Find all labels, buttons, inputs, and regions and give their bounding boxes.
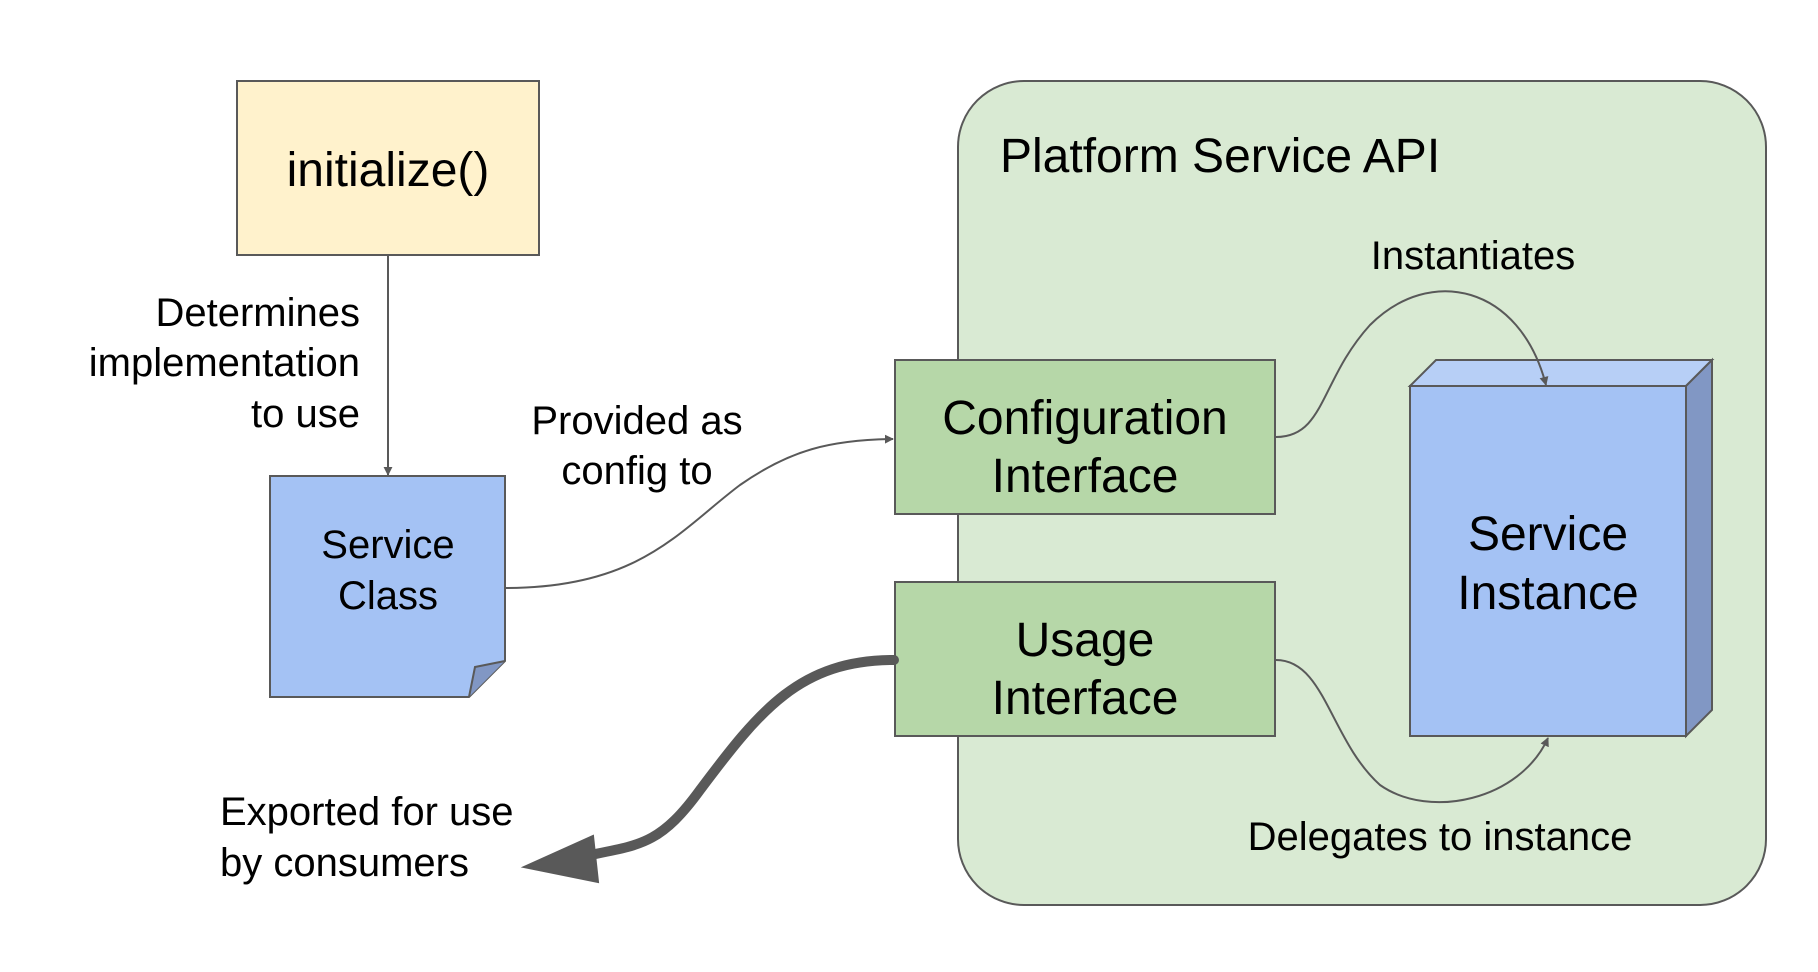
export-arrowhead [520,834,600,884]
exported-line2: by consumers [220,841,469,885]
service-instance-front [1409,385,1687,737]
delegates-label: Delegates to instance [1248,815,1633,859]
config-interface-line2: Interface [992,450,1179,503]
delegates-arrow [1275,659,1549,804]
service-class-to-config-arrow [505,434,894,589]
service-class-line2: Class [338,574,438,618]
service-instance-top [1407,359,1715,387]
provided-line2: config to [561,449,712,493]
usage-interface-line2: Interface [992,672,1179,725]
config-interface-line1: Configuration [942,392,1228,445]
export-arrow [520,655,899,884]
usage-interface-line1: Usage [1016,614,1155,667]
usage-interface-box: Usage Interface [894,581,1276,737]
service-class-line1: Service [321,523,454,567]
service-instance-line2: Instance [1457,567,1638,620]
determines-line2: implementation [89,341,360,385]
service-class-note: Service Class [269,475,506,698]
exported-label: Exported for use by consumers [220,790,514,885]
instantiates-arrow [1275,290,1549,438]
platform-title: Platform Service API [1000,130,1440,183]
provided-label: Provided as config to [531,399,742,493]
folded-corner [468,660,506,698]
determines-line3: to use [251,392,360,436]
instantiates-label: Instantiates [1371,234,1576,278]
initialize-box: initialize() [236,80,540,256]
service-instance-side [1685,357,1713,739]
service-instance-box: Service Instance [1407,357,1715,739]
determines-label: Determines implementation to use [89,291,360,436]
service-instance-line1: Service [1468,508,1628,561]
configuration-interface-box: Configuration Interface [894,359,1276,515]
determines-line1: Determines [155,291,360,335]
exported-line1: Exported for use [220,790,514,834]
provided-line1: Provided as [531,399,742,443]
initialize-label: initialize() [287,144,490,197]
